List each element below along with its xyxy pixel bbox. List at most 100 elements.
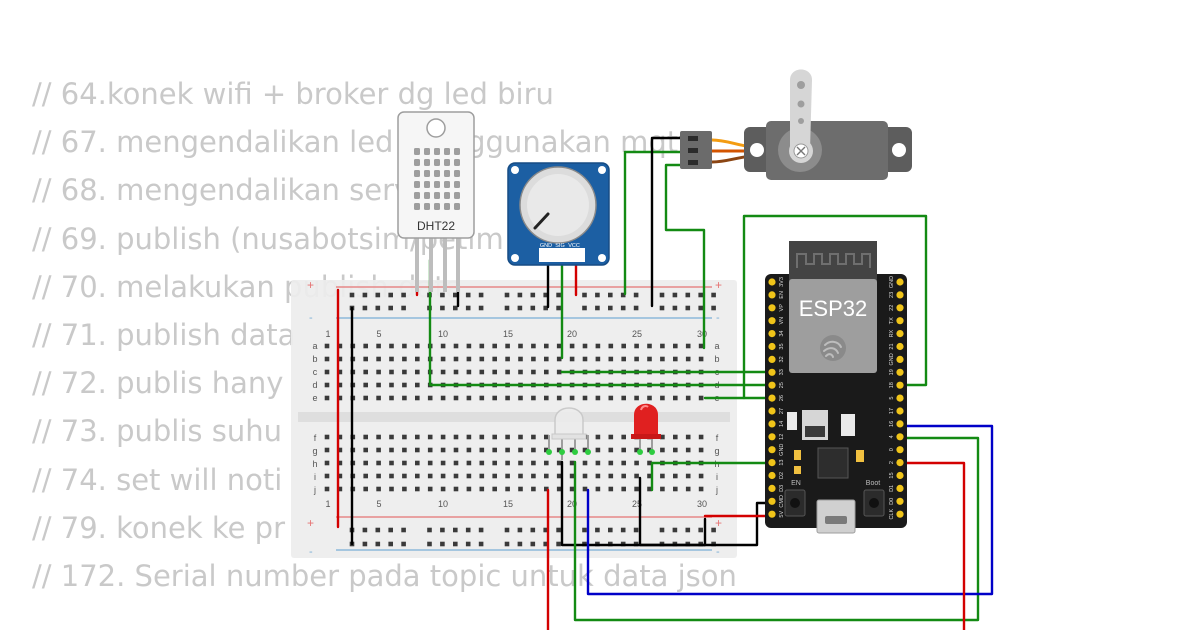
rail-hole[interactable]	[401, 292, 406, 298]
esp32-pin[interactable]	[768, 304, 776, 312]
esp32-pin[interactable]	[896, 420, 904, 428]
breadboard-hole[interactable]	[608, 343, 614, 349]
breadboard-hole[interactable]	[324, 486, 330, 492]
rail-hole[interactable]	[698, 305, 703, 311]
breadboard-hole[interactable]	[324, 369, 330, 375]
breadboard-hole[interactable]	[673, 395, 678, 401]
rail-hole[interactable]	[453, 541, 458, 547]
breadboard-hole[interactable]	[427, 473, 433, 479]
esp32-pin[interactable]	[896, 278, 904, 286]
breadboard-hole[interactable]	[621, 447, 626, 453]
breadboard-hole[interactable]	[634, 356, 639, 362]
breadboard-hole[interactable]	[505, 369, 510, 375]
breadboard-hole[interactable]	[608, 395, 614, 401]
breadboard-hole[interactable]	[363, 343, 368, 349]
breadboard-hole[interactable]	[479, 460, 485, 466]
esp32-pin[interactable]	[768, 394, 776, 402]
esp32-pin[interactable]	[896, 304, 904, 312]
breadboard-hole[interactable]	[621, 434, 626, 440]
breadboard-hole[interactable]	[556, 356, 562, 362]
breadboard-hole[interactable]	[608, 460, 614, 466]
rail-hole[interactable]	[633, 292, 639, 298]
breadboard-hole[interactable]	[531, 473, 536, 479]
breadboard-hole[interactable]	[479, 356, 485, 362]
breadboard-hole[interactable]	[440, 473, 446, 479]
breadboard-hole[interactable]	[337, 395, 343, 401]
esp32-pin[interactable]	[896, 381, 904, 389]
servo-motor[interactable]	[680, 69, 912, 181]
breadboard-hole[interactable]	[415, 434, 420, 440]
rail-hole[interactable]	[595, 292, 600, 298]
rail-hole[interactable]	[388, 305, 393, 311]
rail-hole[interactable]	[608, 305, 613, 311]
breadboard-hole[interactable]	[531, 356, 536, 362]
rail-hole[interactable]	[401, 305, 406, 311]
esp32-pin[interactable]	[768, 381, 776, 389]
breadboard-hole[interactable]	[402, 460, 407, 466]
breadboard-hole[interactable]	[660, 343, 665, 349]
breadboard-hole[interactable]	[595, 473, 601, 479]
breadboard-hole[interactable]	[544, 447, 549, 453]
breadboard-hole[interactable]	[647, 486, 652, 492]
rail-hole[interactable]	[465, 527, 471, 533]
breadboard-hole[interactable]	[479, 369, 485, 375]
rail-hole[interactable]	[711, 305, 716, 311]
rail-hole[interactable]	[608, 292, 613, 298]
breadboard-hole[interactable]	[337, 460, 343, 466]
rail-hole[interactable]	[685, 305, 691, 311]
breadboard-hole[interactable]	[492, 343, 497, 349]
breadboard-hole[interactable]	[337, 369, 343, 375]
rail-hole[interactable]	[517, 527, 523, 533]
breadboard-hole[interactable]	[376, 356, 381, 362]
rail-hole[interactable]	[711, 292, 716, 298]
esp32-pin[interactable]	[768, 317, 776, 325]
breadboard-hole[interactable]	[556, 486, 562, 492]
breadboard-hole[interactable]	[466, 343, 472, 349]
rail-hole[interactable]	[659, 527, 665, 533]
breadboard-hole[interactable]	[556, 343, 562, 349]
breadboard-hole[interactable]	[415, 369, 420, 375]
breadboard-hole[interactable]	[440, 447, 446, 453]
breadboard[interactable]: + + + + - - - - 1 5 10 15 20 25 30 1 5 1…	[291, 278, 737, 558]
rail-hole[interactable]	[453, 292, 458, 298]
rail-hole[interactable]	[672, 305, 678, 311]
esp32-pin[interactable]	[768, 510, 776, 518]
rail-hole[interactable]	[685, 527, 691, 533]
breadboard-hole[interactable]	[492, 486, 497, 492]
breadboard-hole[interactable]	[621, 486, 626, 492]
rail-hole[interactable]	[478, 305, 484, 311]
breadboard-hole[interactable]	[440, 369, 446, 375]
breadboard-hole[interactable]	[518, 473, 523, 479]
breadboard-hole[interactable]	[685, 356, 691, 362]
breadboard-hole[interactable]	[569, 356, 575, 362]
breadboard-hole[interactable]	[544, 434, 549, 440]
esp32-pin[interactable]	[896, 459, 904, 467]
breadboard-hole[interactable]	[479, 434, 485, 440]
breadboard-hole[interactable]	[556, 473, 562, 479]
breadboard-hole[interactable]	[466, 460, 472, 466]
breadboard-hole[interactable]	[531, 395, 536, 401]
breadboard-hole[interactable]	[479, 395, 485, 401]
breadboard-hole[interactable]	[363, 447, 368, 453]
rail-hole[interactable]	[465, 541, 471, 547]
rail-hole[interactable]	[427, 527, 432, 533]
rail-hole[interactable]	[620, 292, 626, 298]
breadboard-hole[interactable]	[634, 460, 639, 466]
breadboard-hole[interactable]	[531, 343, 536, 349]
breadboard-hole[interactable]	[453, 356, 459, 362]
breadboard-hole[interactable]	[415, 382, 420, 388]
esp32-pin[interactable]	[896, 484, 904, 492]
breadboard-hole[interactable]	[673, 434, 678, 440]
breadboard-hole[interactable]	[673, 486, 678, 492]
breadboard-hole[interactable]	[427, 395, 433, 401]
esp32-pin[interactable]	[896, 510, 904, 518]
rail-hole[interactable]	[453, 527, 458, 533]
rail-hole[interactable]	[556, 292, 561, 298]
breadboard-hole[interactable]	[556, 460, 562, 466]
breadboard-hole[interactable]	[569, 343, 575, 349]
rail-hole[interactable]	[517, 292, 523, 298]
breadboard-hole[interactable]	[544, 460, 549, 466]
breadboard-hole[interactable]	[544, 369, 549, 375]
rail-hole[interactable]	[530, 305, 536, 311]
breadboard-hole[interactable]	[440, 486, 446, 492]
